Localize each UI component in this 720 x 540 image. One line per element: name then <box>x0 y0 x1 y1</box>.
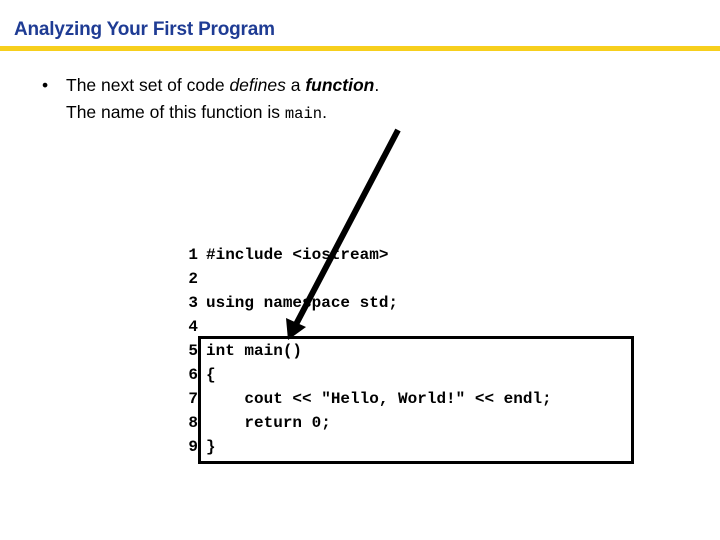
line-number: 1 <box>188 246 198 264</box>
code-text: { <box>206 366 216 384</box>
line-number: 3 <box>188 294 198 312</box>
code-text <box>206 315 552 339</box>
code-text: return 0; <box>206 414 331 432</box>
line-number: 5 <box>188 342 198 360</box>
code-listing: 1 #include <iostream> 2 3 using namespac… <box>176 243 552 459</box>
code-text <box>206 267 552 291</box>
line-number: 4 <box>188 318 198 336</box>
line-number: 9 <box>188 438 198 456</box>
code-row: 1 #include <iostream> <box>176 243 552 267</box>
line-number: 7 <box>188 390 198 408</box>
bullet-text-segment: . <box>322 102 327 122</box>
bullet-code-main: main <box>284 105 323 123</box>
line-number: 8 <box>188 414 198 432</box>
code-text: int main() <box>206 342 303 360</box>
code-text: cout << "Hello, World!" << endl; <box>206 390 552 408</box>
code-row: 3 using namespace std; <box>176 291 552 315</box>
bullet-line-1: The next set of code defines a function. <box>66 75 379 95</box>
list-item: • The next set of code defines a functio… <box>36 72 656 128</box>
title-underline-rule <box>0 46 720 51</box>
code-text: using namespace std; <box>206 294 399 312</box>
code-row: 6 { <box>176 363 552 387</box>
bullet-emphasis-function: function <box>305 75 375 95</box>
bullet-list: • The next set of code defines a functio… <box>36 72 656 128</box>
bullet-marker-icon: • <box>42 75 49 95</box>
bullet-line-2: The name of this function is main. <box>66 102 327 123</box>
bullet-emphasis-defines: defines <box>229 75 286 95</box>
line-number: 6 <box>188 366 198 384</box>
code-text: #include <iostream> <box>206 246 389 264</box>
bullet-text-segment: The next set of code <box>66 75 230 95</box>
code-row: 2 <box>176 267 552 291</box>
code-row: 9 } <box>176 435 552 459</box>
code-row: 8 return 0; <box>176 411 552 435</box>
code-row: 5 int main() <box>176 339 552 363</box>
page-title: Analyzing Your First Program <box>14 19 275 40</box>
bullet-text-segment: . <box>374 75 380 95</box>
line-number: 2 <box>188 270 198 288</box>
code-row: 4 <box>176 315 552 339</box>
bullet-text-segment: The name of this function is <box>66 102 285 122</box>
code-row: 7 cout << "Hello, World!" << endl; <box>176 387 552 411</box>
bullet-text-segment: a <box>285 75 306 95</box>
code-text: } <box>206 438 216 456</box>
